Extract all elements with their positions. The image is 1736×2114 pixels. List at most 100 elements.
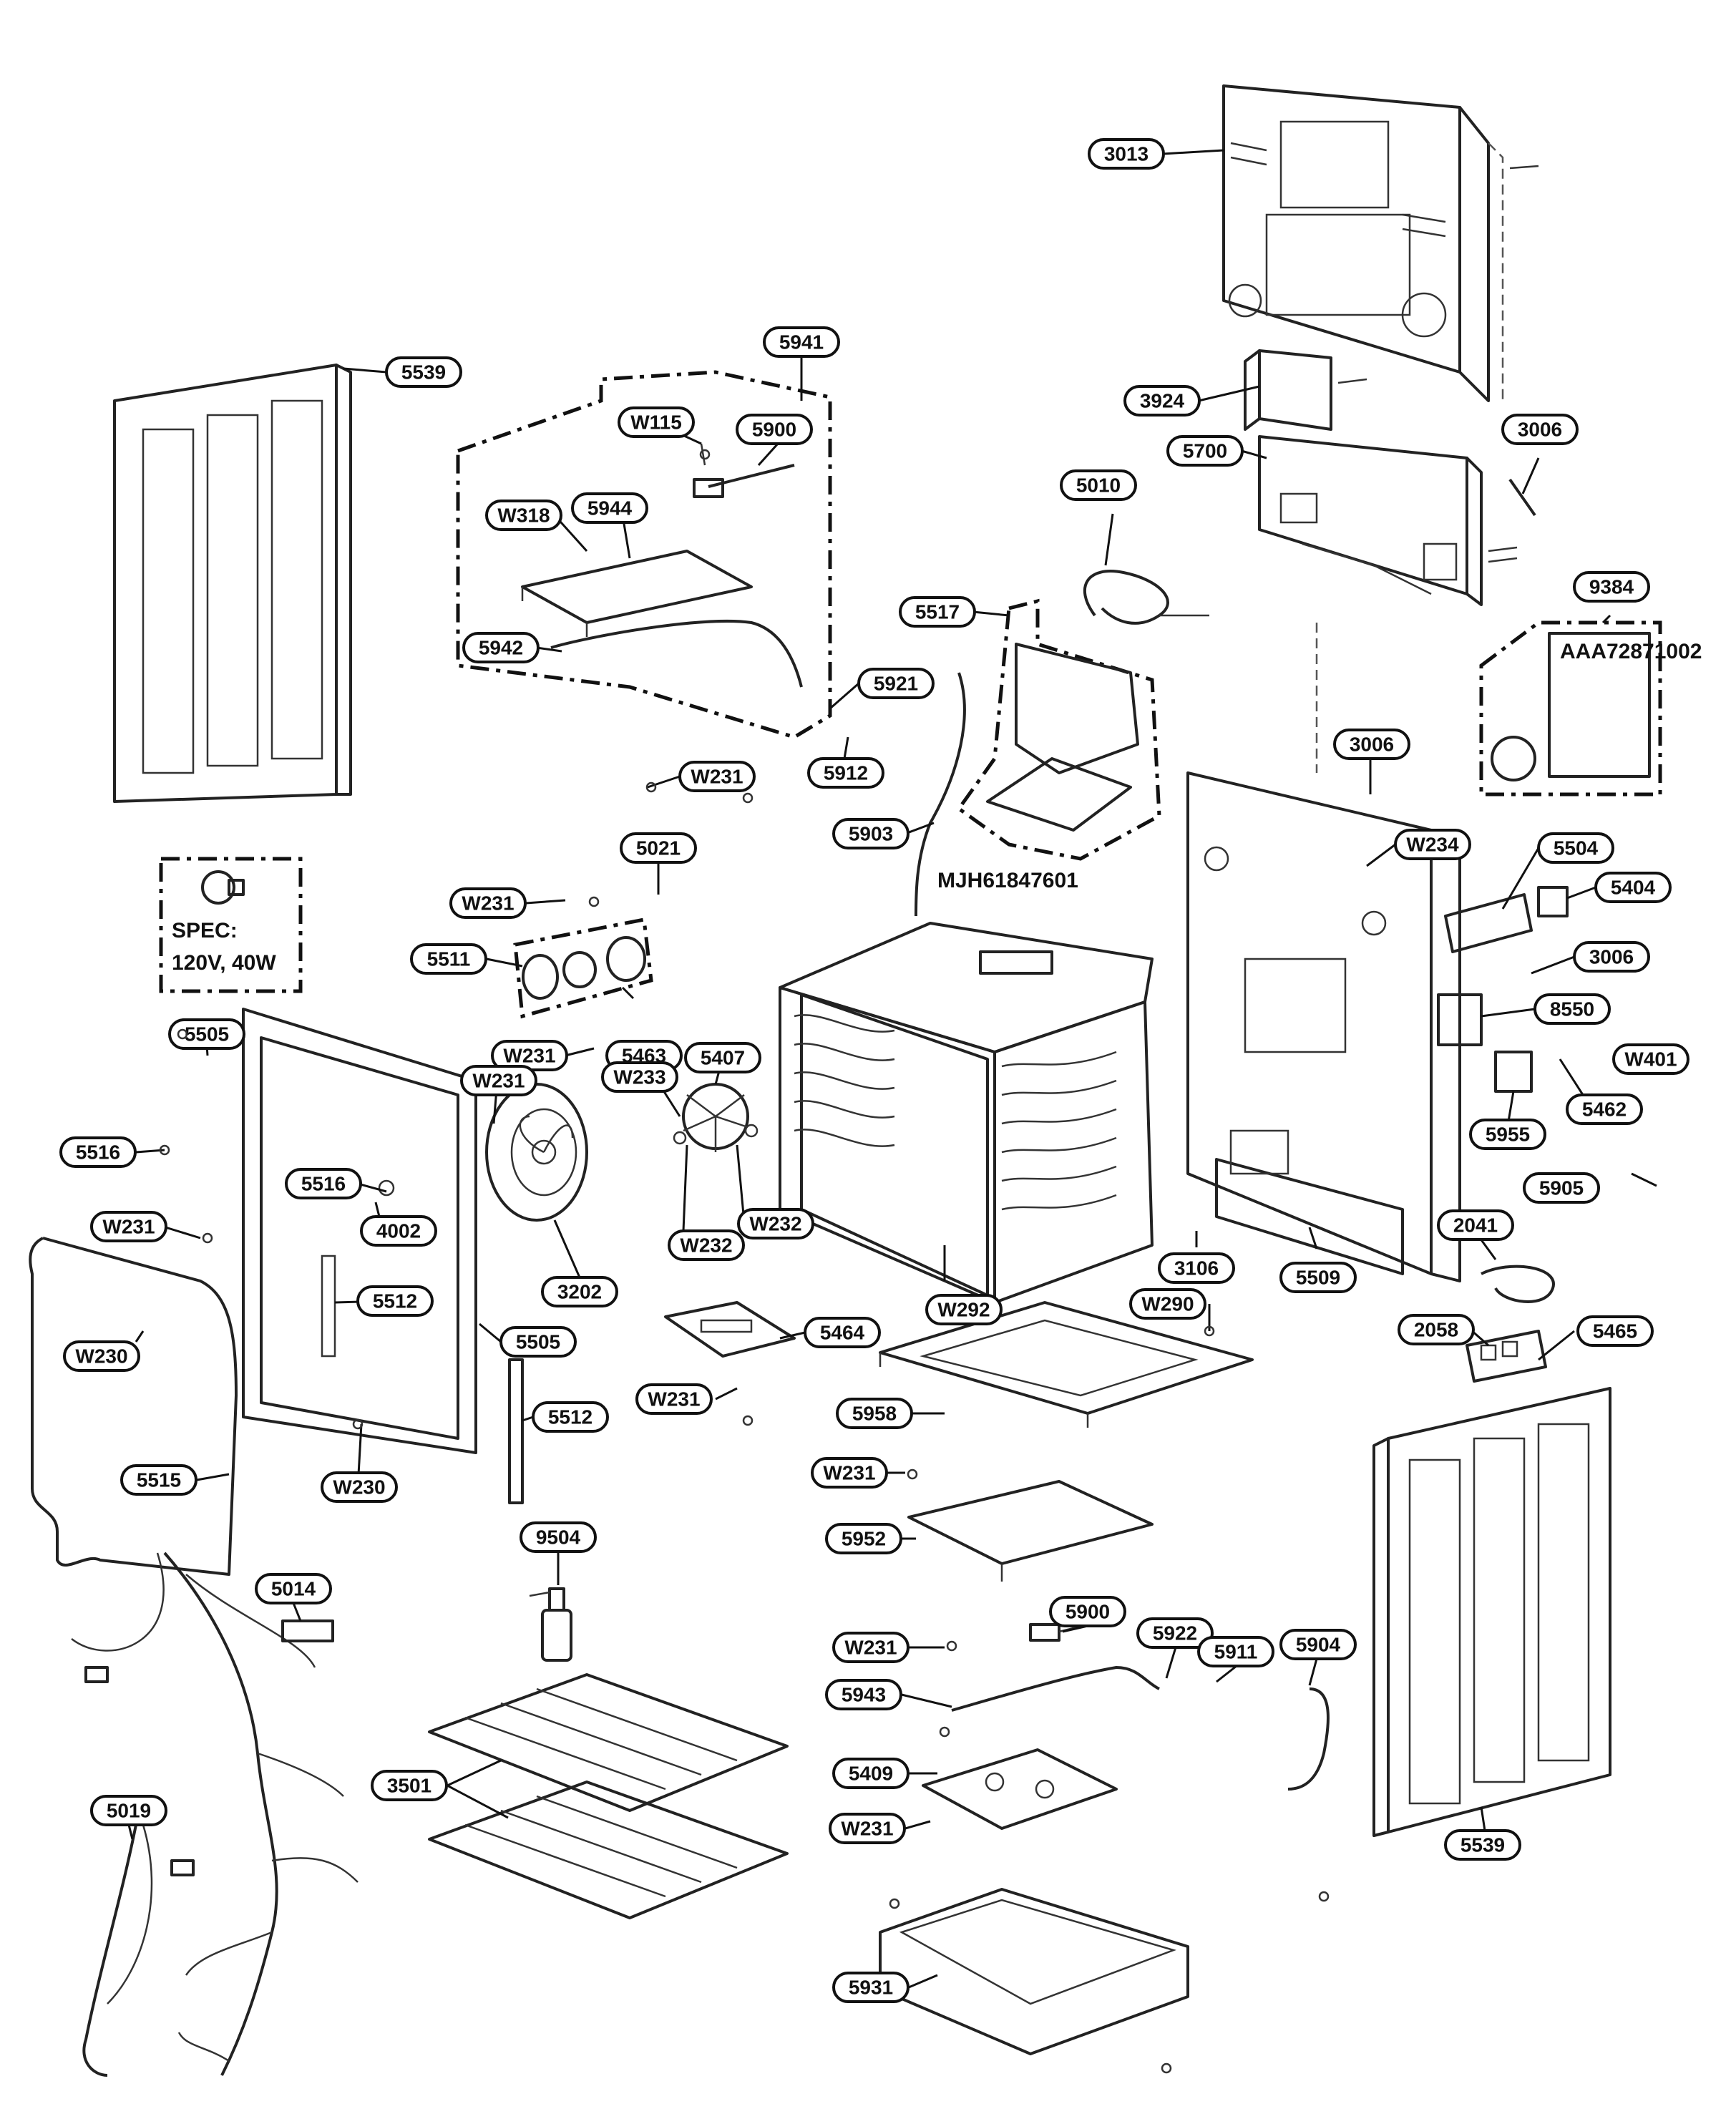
sensor-tube-5904 <box>1287 1687 1330 1791</box>
callout-5464: 5464 <box>804 1317 881 1348</box>
callout-5943: 5943 <box>825 1679 902 1710</box>
main-wire-harness <box>71 1552 359 2076</box>
callout-5539-b: 5539 <box>1444 1829 1521 1861</box>
callout-w232-b: W232 <box>737 1208 814 1239</box>
callout-3006-b: 3006 <box>1333 729 1410 760</box>
callout-8550: 8550 <box>1533 993 1611 1025</box>
callout-w292: W292 <box>925 1294 1003 1325</box>
svg-text:5404: 5404 <box>1611 877 1656 899</box>
svg-text:W232: W232 <box>749 1213 801 1235</box>
svg-text:W230: W230 <box>333 1476 385 1499</box>
svg-text:5942: 5942 <box>479 637 523 659</box>
callout-w231-e: W231 <box>90 1211 167 1242</box>
callout-5014: 5014 <box>255 1573 332 1604</box>
bulb-spec-box: SPEC: 120V, 40W <box>159 857 303 993</box>
callout-5904: 5904 <box>1279 1629 1357 1660</box>
svg-text:W318: W318 <box>497 505 550 527</box>
svg-text:W115: W115 <box>630 411 682 434</box>
callout-w231-b: W231 <box>449 887 527 919</box>
svg-text:3106: 3106 <box>1174 1257 1219 1280</box>
parts-bag-kit: AAA72871002 <box>1479 620 1702 797</box>
callout-5019: 5019 <box>90 1795 167 1826</box>
svg-text:W231: W231 <box>503 1045 555 1067</box>
callout-2041: 2041 <box>1437 1209 1514 1241</box>
callout-5900-a: 5900 <box>736 414 813 445</box>
svg-text:9384: 9384 <box>1589 576 1634 598</box>
callout-5516-a: 5516 <box>59 1136 137 1168</box>
svg-text:3006: 3006 <box>1589 946 1634 968</box>
svg-text:5517: 5517 <box>915 601 960 623</box>
svg-text:W231: W231 <box>844 1637 897 1659</box>
rear-chassis-frame <box>1186 623 1461 1282</box>
callout-3106: 3106 <box>1158 1252 1235 1284</box>
sensor-tube-5903 <box>915 672 966 917</box>
callout-5517: 5517 <box>899 596 976 628</box>
leader-lines <box>127 149 1657 1989</box>
svg-text:9504: 9504 <box>536 1526 581 1549</box>
svg-text:W290: W290 <box>1141 1293 1194 1315</box>
svg-text:5512: 5512 <box>373 1290 417 1312</box>
bracket-3924 <box>1244 349 1367 431</box>
svg-text:2041: 2041 <box>1453 1214 1498 1237</box>
callout-5900-b: 5900 <box>1049 1596 1126 1627</box>
svg-text:5955: 5955 <box>1486 1124 1530 1146</box>
callout-5504: 5504 <box>1537 832 1614 864</box>
svg-text:8550: 8550 <box>1550 998 1594 1021</box>
svg-text:5509: 5509 <box>1296 1267 1340 1289</box>
svg-text:W401: W401 <box>1624 1048 1677 1071</box>
callout-w290: W290 <box>1129 1288 1206 1320</box>
svg-text:5943: 5943 <box>842 1684 886 1706</box>
callout-5941: 5941 <box>763 326 840 358</box>
svg-text:5958: 5958 <box>852 1403 897 1425</box>
part-code-label: MJH61847601 <box>937 869 1078 892</box>
convection-fan <box>485 1083 588 1222</box>
svg-text:5905: 5905 <box>1539 1177 1584 1199</box>
callout-3013: 3013 <box>1088 138 1165 170</box>
svg-text:5464: 5464 <box>820 1322 865 1344</box>
callout-2058: 2058 <box>1398 1314 1475 1345</box>
svg-text:5931: 5931 <box>849 1977 893 1999</box>
callout-3501: 3501 <box>371 1770 448 1801</box>
callout-9384: 9384 <box>1573 571 1650 603</box>
wire-harness-5010 <box>1083 570 1209 625</box>
callout-3006-a: 3006 <box>1501 414 1579 445</box>
callout-3202: 3202 <box>541 1276 618 1307</box>
cleaner-bottle <box>529 1587 572 1662</box>
svg-text:W233: W233 <box>613 1066 665 1088</box>
svg-text:5512: 5512 <box>548 1406 593 1428</box>
spec-line1: SPEC: <box>172 919 238 942</box>
svg-text:5019: 5019 <box>107 1800 151 1822</box>
callout-5958: 5958 <box>836 1398 913 1429</box>
svg-text:5944: 5944 <box>587 497 633 520</box>
bake-element-5943 <box>951 1616 1160 1712</box>
secondary-wire-harness <box>82 1824 153 2077</box>
callout-5465: 5465 <box>1576 1315 1654 1347</box>
svg-text:3924: 3924 <box>1140 390 1185 412</box>
callout-3006-c: 3006 <box>1573 941 1650 973</box>
svg-text:5904: 5904 <box>1296 1634 1341 1656</box>
svg-text:W230: W230 <box>75 1345 127 1368</box>
svg-text:3006: 3006 <box>1350 734 1394 756</box>
callout-5462: 5462 <box>1566 1093 1643 1125</box>
rod-3006-top <box>1508 478 1536 517</box>
side-panel-left <box>113 364 352 803</box>
callout-w231-i: W231 <box>829 1813 906 1844</box>
svg-text:W292: W292 <box>937 1299 990 1321</box>
svg-text:5912: 5912 <box>824 762 868 784</box>
callout-w401: W401 <box>1612 1043 1689 1075</box>
callout-5505-a: 5505 <box>168 1018 245 1050</box>
callout-5912: 5912 <box>807 757 884 789</box>
svg-text:5921: 5921 <box>874 673 918 695</box>
callout-5512-b: 5512 <box>532 1401 609 1433</box>
callout-5512-a: 5512 <box>356 1285 434 1317</box>
svg-text:4002: 4002 <box>376 1220 421 1242</box>
svg-text:W231: W231 <box>841 1818 893 1840</box>
rack-supports-right <box>1001 1051 1117 1211</box>
svg-text:2058: 2058 <box>1414 1319 1458 1341</box>
svg-text:W234: W234 <box>1406 834 1459 856</box>
rear-bracket-panel <box>1258 435 1518 606</box>
svg-text:5014: 5014 <box>271 1578 316 1600</box>
callout-5905: 5905 <box>1523 1172 1600 1204</box>
callout-5010: 5010 <box>1060 469 1137 501</box>
